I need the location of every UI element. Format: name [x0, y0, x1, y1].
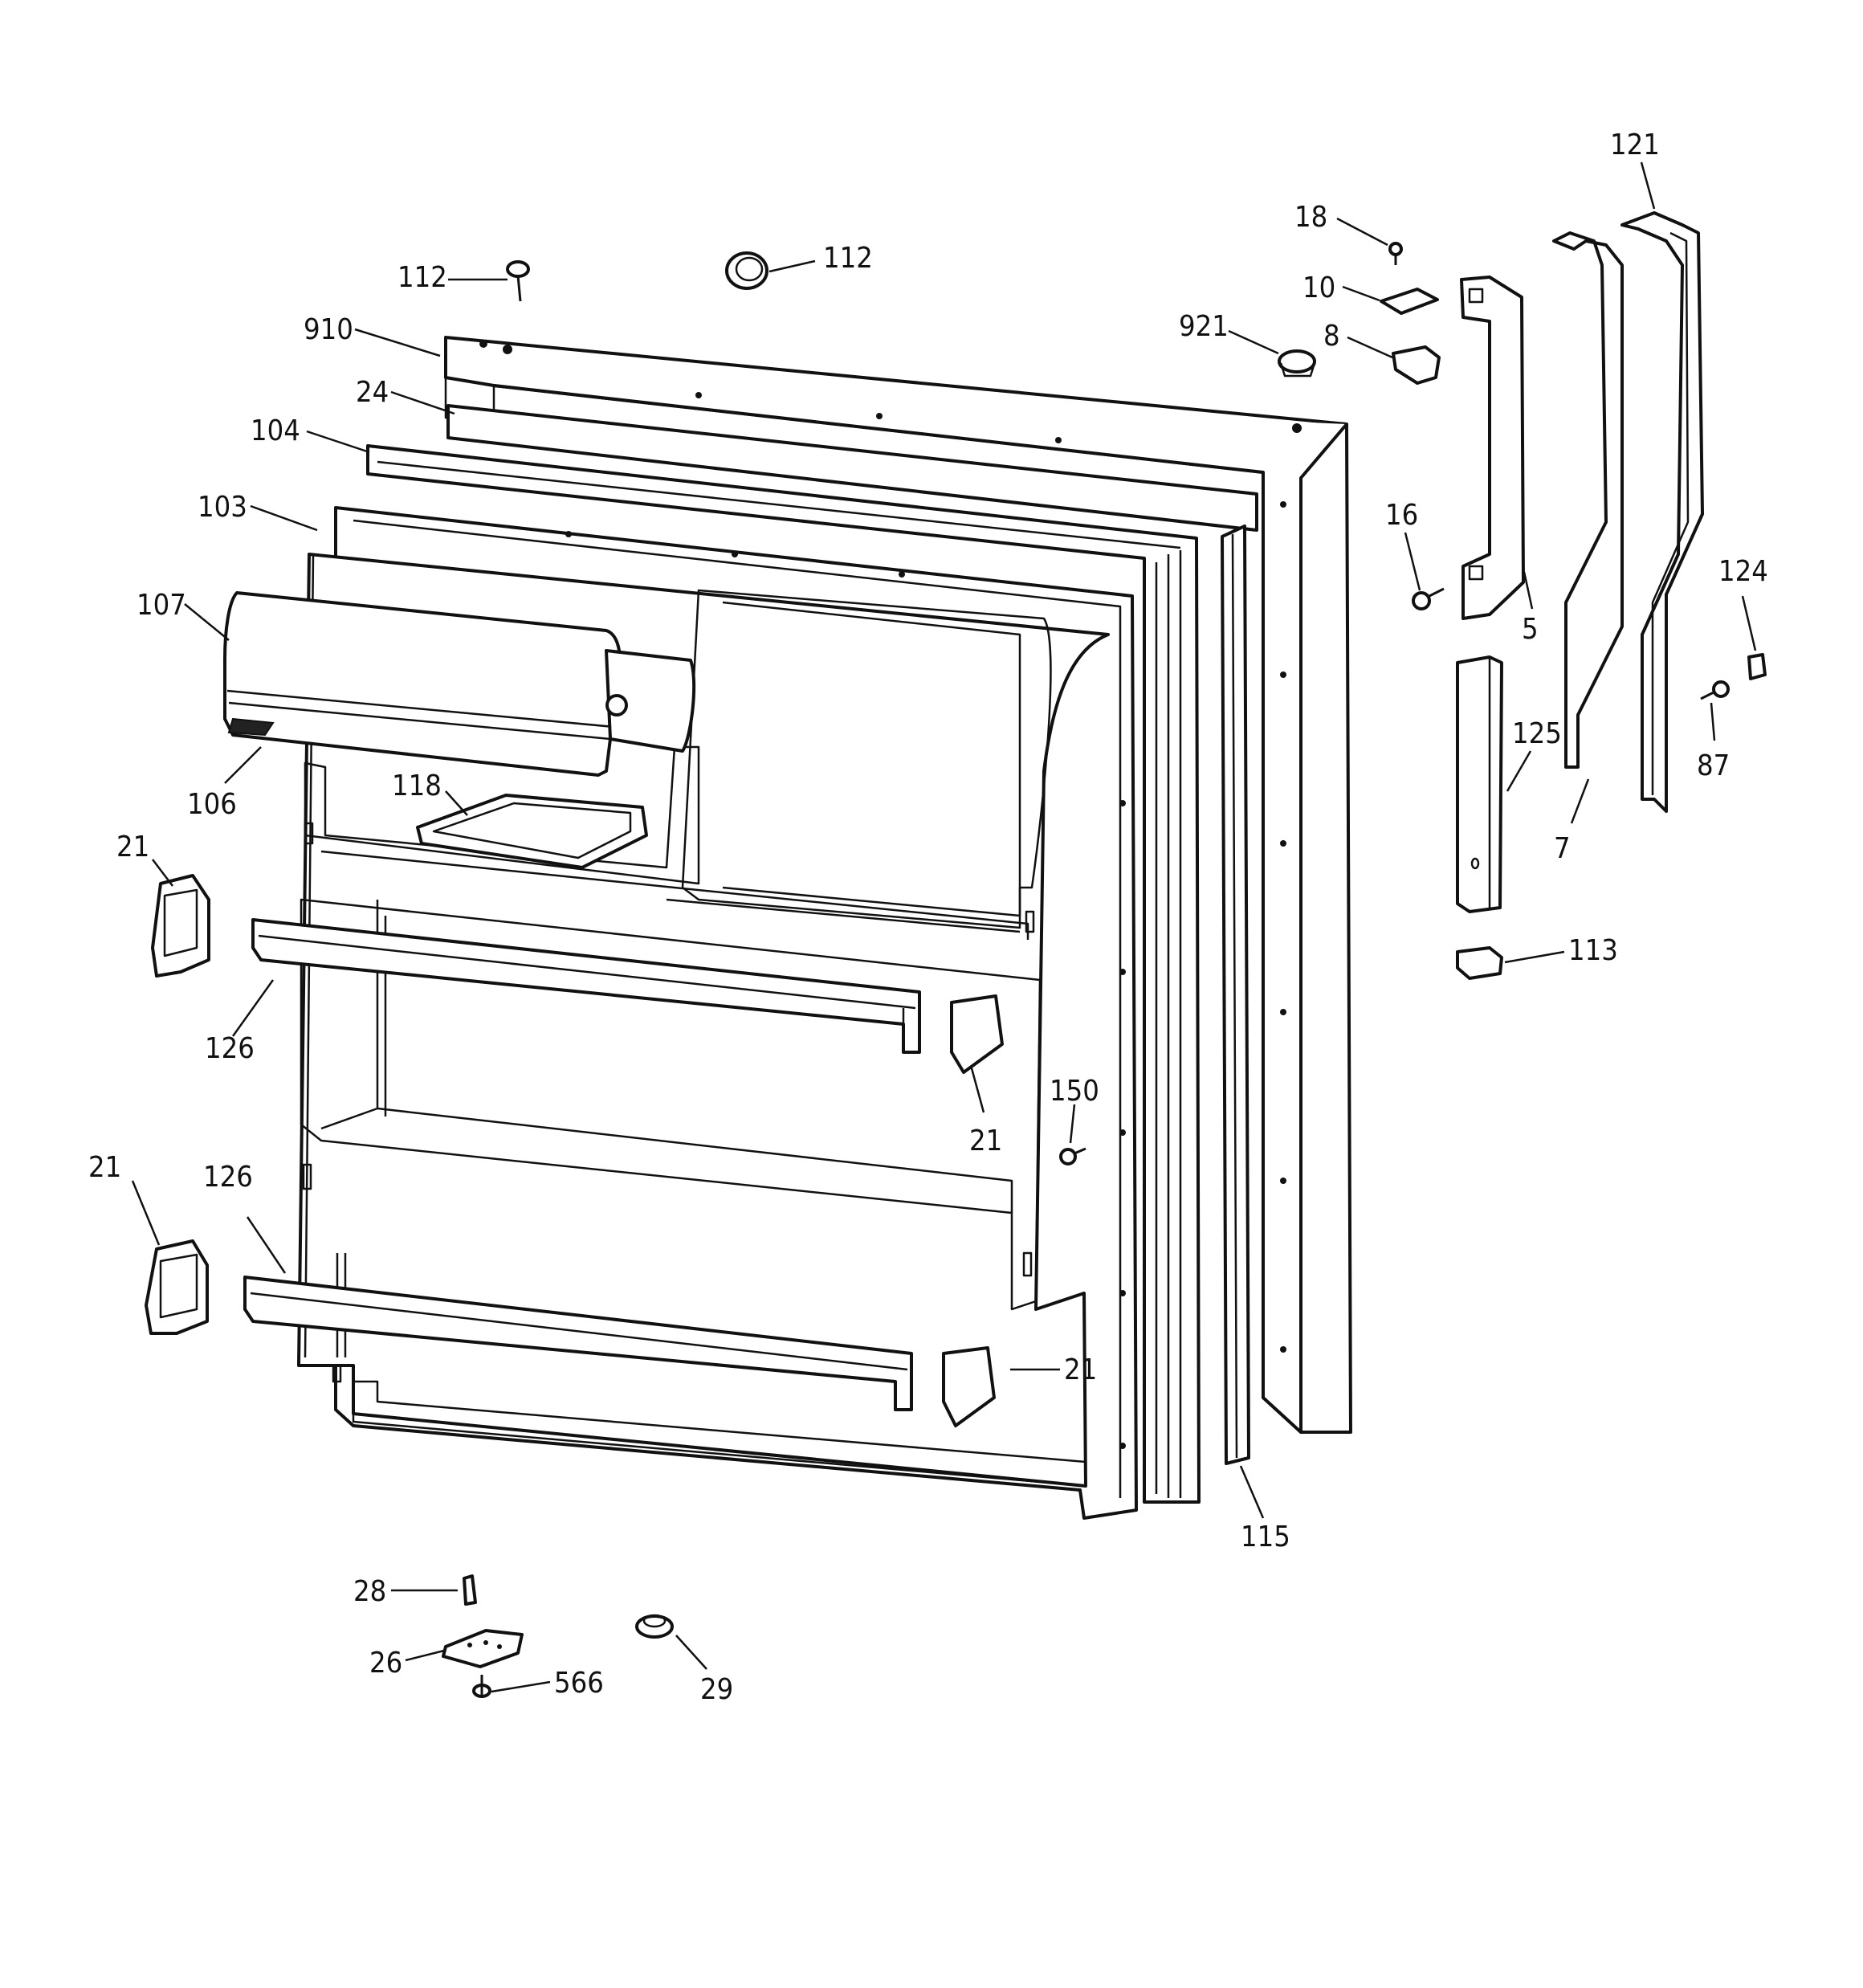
screw-18 [1388, 242, 1403, 265]
callout-103: 103 [198, 491, 247, 524]
leader-lines [131, 161, 1757, 1693]
callout-28: 28 [353, 1575, 386, 1608]
shelf-end-cap-left-lower [145, 1239, 209, 1335]
callout-126-b: 126 [203, 1161, 253, 1194]
hinge-plate-26 [442, 1629, 524, 1668]
callouts: 112 112 910 24 104 103 107 106 118 21 12… [88, 129, 1768, 1706]
screw-87 [1700, 680, 1730, 700]
screw-150 [1059, 1147, 1086, 1165]
outer-door-panel [444, 336, 1352, 1434]
callout-29: 29 [700, 1673, 733, 1706]
callout-566: 566 [554, 1667, 604, 1700]
callout-21-d: 21 [1064, 1353, 1097, 1386]
callout-124: 124 [1718, 555, 1768, 588]
callout-21-c: 21 [88, 1151, 121, 1184]
upper-door-bar [251, 918, 921, 1054]
callout-26: 26 [369, 1647, 402, 1680]
callout-118: 118 [392, 769, 442, 802]
screw-16 [1412, 587, 1445, 610]
gasket-strip [1221, 525, 1250, 1465]
callout-113: 113 [1568, 934, 1618, 967]
shelf-bin [223, 591, 696, 777]
grommet-29 [635, 1614, 674, 1639]
callout-106: 106 [187, 788, 237, 821]
hinge-cover-5 [1460, 276, 1525, 620]
callout-121: 121 [1610, 129, 1660, 161]
callout-115: 115 [1241, 1521, 1290, 1553]
callout-150: 150 [1050, 1075, 1099, 1108]
shelf-end-cap-right-lower [942, 1346, 996, 1427]
callout-16: 16 [1385, 499, 1418, 532]
clip-124 [1747, 653, 1767, 680]
callout-107: 107 [137, 589, 186, 622]
callout-125: 125 [1512, 717, 1562, 750]
channel-125 [1456, 655, 1503, 913]
shelf-end-cap-left-upper [151, 874, 210, 978]
callout-24: 24 [356, 376, 389, 409]
callout-8: 8 [1323, 320, 1340, 353]
pin-28 [463, 1574, 477, 1606]
callout-87: 87 [1697, 749, 1730, 782]
callout-112-cap: 112 [823, 242, 873, 275]
callout-21-a: 21 [116, 831, 149, 863]
callout-910: 910 [304, 313, 353, 346]
plug-921 [1278, 349, 1316, 378]
cover-8 [1392, 345, 1441, 385]
callout-7: 7 [1554, 832, 1571, 865]
screw-112 [506, 260, 530, 302]
callout-10: 10 [1302, 271, 1335, 304]
callout-126-a: 126 [205, 1032, 255, 1065]
screw-566 [472, 1675, 491, 1698]
callout-18: 18 [1294, 201, 1327, 234]
block-113 [1456, 946, 1503, 980]
callout-112-screw: 112 [397, 261, 447, 294]
shelf-end-cap-right-upper [950, 994, 1004, 1074]
bracket-10 [1380, 288, 1439, 315]
callout-104: 104 [251, 414, 300, 447]
small-tray [416, 794, 648, 869]
callout-5: 5 [1522, 613, 1539, 646]
cap-112 [725, 251, 768, 290]
upper-compartment [304, 589, 1052, 940]
lower-door-bar [243, 1276, 913, 1411]
callout-921: 921 [1179, 310, 1229, 343]
hinge-arm-7 [1552, 231, 1624, 769]
door-gasket [366, 404, 1258, 1504]
hinge-arm-121 [1620, 211, 1704, 813]
callout-21-b: 21 [969, 1125, 1002, 1157]
